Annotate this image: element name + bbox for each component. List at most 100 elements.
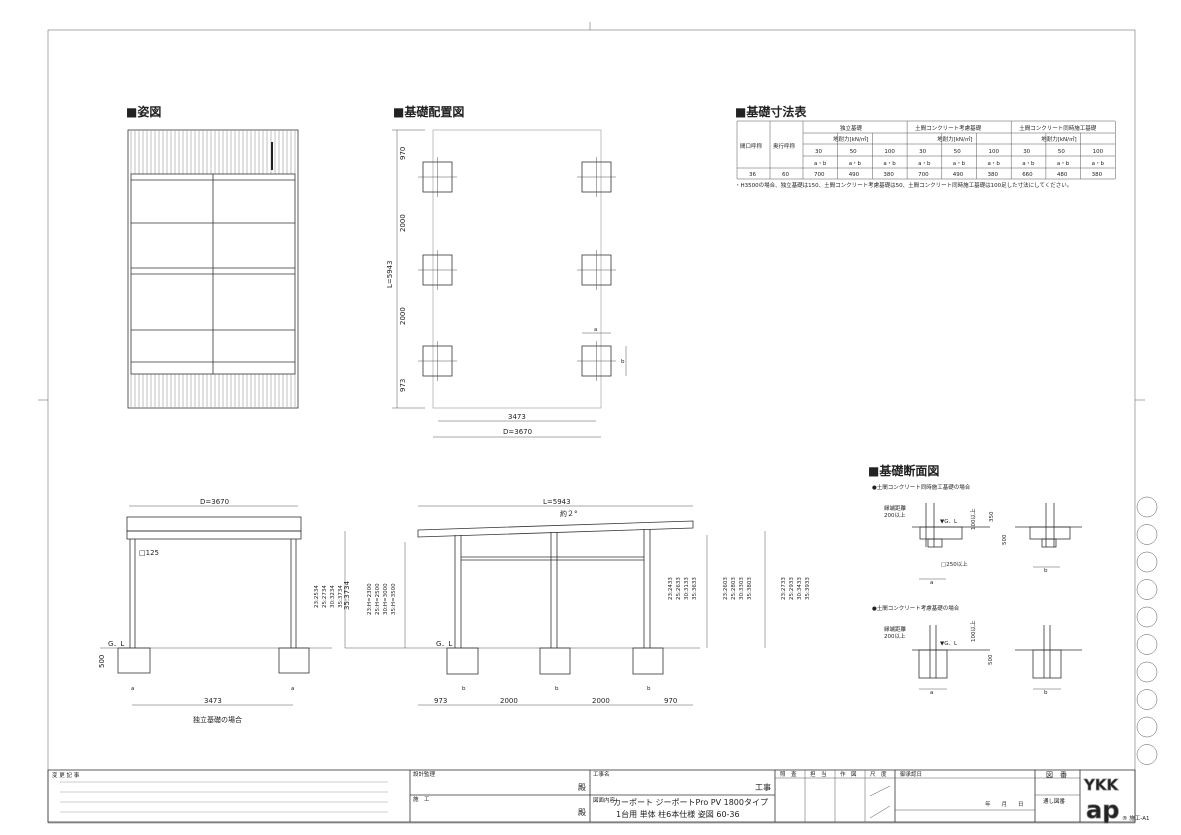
label-b: b xyxy=(647,686,651,692)
group-header: 土間コンクリート考慮基礎 xyxy=(915,124,982,132)
drawing-no-label: 図 番 xyxy=(1046,771,1067,779)
ykk-ap-logo: YKK ap xyxy=(1083,776,1120,825)
rear-height: 23:2603 xyxy=(723,577,729,600)
stamp-draw: 作 図 xyxy=(840,770,857,778)
ab-label: a・b xyxy=(1022,161,1035,167)
label-a: a xyxy=(930,580,933,586)
table-cell: 700 xyxy=(918,172,929,178)
span-970: 970 xyxy=(664,697,677,705)
sheet-number: ® 施工-A1 xyxy=(1122,814,1150,822)
side-section-view: L=5943 約２° G．L b b b 973 2000 2000 970 3… xyxy=(343,498,811,706)
design-label: 設計監理 xyxy=(413,770,436,778)
span-3473: 3473 xyxy=(204,697,222,705)
construction-label: 施 工 xyxy=(413,795,430,803)
ab-label: a・b xyxy=(1092,161,1105,167)
bearing-value: 50 xyxy=(850,149,857,155)
label-b: b xyxy=(462,686,466,692)
label-b: b xyxy=(1044,568,1048,574)
col-depth-header: 奥行呼称 xyxy=(773,142,796,150)
table-cell: 660 xyxy=(1022,172,1033,178)
table-cell: 490 xyxy=(849,172,860,178)
col-width-header: 間口呼称 xyxy=(740,142,763,150)
overall-height: 35:3734 xyxy=(343,580,351,610)
edge-value: 200以上 xyxy=(884,511,906,519)
height-value: 35:3734 xyxy=(338,585,344,608)
sheet-frame xyxy=(47,29,1136,824)
foundation-size-table: ・H3500の場合、独立基礎は150、土間コンクリート考慮基礎は50、土間コンク… xyxy=(735,120,1116,189)
dim-L: L=5943 xyxy=(543,498,571,506)
gl-label: ▼G．L xyxy=(940,641,958,647)
span-2000: 2000 xyxy=(592,697,610,705)
depth-350: 350 xyxy=(989,511,995,522)
content-line2: 1台用 単体 柱6本仕様 姿図 60-36 xyxy=(616,809,740,819)
gl-label: G．L xyxy=(436,640,452,648)
depth-500: 500 xyxy=(98,655,106,668)
clear-height: 23:H=2300 xyxy=(367,583,373,615)
depth-500: 500 xyxy=(988,654,994,665)
content-line1: カーポート ジーポートPro PV 1800タイプ xyxy=(613,798,768,807)
edge-label: 縁端距離 xyxy=(884,504,907,512)
stamp-charge: 担 当 xyxy=(810,770,827,778)
front-section-view: D=3670 □125 G．L 500 a a 3473 独立基礎の場合 23:… xyxy=(98,498,344,724)
bearing-value: 100 xyxy=(989,149,1000,155)
content-label: 図面内容 xyxy=(593,796,616,804)
stamp-scale: 尺 度 xyxy=(870,770,887,778)
gl-label: ▼G．L xyxy=(940,519,958,525)
label-b: b xyxy=(1044,690,1048,696)
table-cell: 380 xyxy=(883,172,894,178)
project-suffix: 工事 xyxy=(755,782,771,792)
min-100: 100以上 xyxy=(969,620,977,642)
table-note: ・H3500の場合、独立基礎は150、土間コンクリート考慮基礎は50、土間コンク… xyxy=(735,181,1072,189)
bearing-value: 50 xyxy=(954,149,961,155)
bearing-value: 100 xyxy=(1093,149,1104,155)
table-cell: 700 xyxy=(814,172,825,178)
dono: 殿 xyxy=(578,808,586,817)
clear-height: 25:H=2500 xyxy=(375,583,381,615)
label-a: a xyxy=(930,690,933,696)
label-a: a xyxy=(131,686,134,692)
group-header: 独立基礎 xyxy=(840,124,863,132)
dim-2000a: 2000 xyxy=(399,214,407,232)
table-cell: 480 xyxy=(1057,172,1068,178)
clear-height: 35:H=3500 xyxy=(391,583,397,615)
heading-table: ■基礎寸法表 xyxy=(735,104,807,119)
dim-L: L=5943 xyxy=(386,260,394,288)
bearing-value: 30 xyxy=(919,149,926,155)
edge-value: 200以上 xyxy=(884,632,906,640)
bearing-value: 30 xyxy=(815,149,822,155)
title-block: 変 更 記 事 設計監理 施 工 殿 殿 工事名 工事 図面内容 カーポート ジ… xyxy=(47,769,1150,825)
right-height: 25:2933 xyxy=(789,577,795,600)
right-height: 35:3933 xyxy=(805,577,811,600)
bearing-value: 50 xyxy=(1058,149,1065,155)
mid-height: 30:3133 xyxy=(684,577,690,600)
clear-height: 30:H=3000 xyxy=(383,583,389,615)
table-cell: 380 xyxy=(988,172,999,178)
min-100: 100以上 xyxy=(969,508,977,530)
caption: 独立基礎の場合 xyxy=(193,715,242,724)
dim-D: D=3670 xyxy=(503,428,532,436)
height-value: 23:2534 xyxy=(314,585,320,608)
table-cell: 36 xyxy=(749,172,756,178)
dim-970: 970 xyxy=(399,147,407,160)
label-a: a xyxy=(594,327,597,333)
revision-circles xyxy=(1136,496,1158,765)
heading-layout: ■基礎配置図 xyxy=(393,104,464,119)
label-b: b xyxy=(621,359,625,365)
span-973: 973 xyxy=(434,697,447,705)
label-b: b xyxy=(555,686,559,692)
rear-height: 25:2803 xyxy=(731,577,737,600)
mid-height: 25:2633 xyxy=(676,577,682,600)
table-cell: 490 xyxy=(953,172,964,178)
revision-label: 変 更 記 事 xyxy=(52,771,80,779)
svg-text:YKK: YKK xyxy=(1083,776,1119,794)
project-label: 工事名 xyxy=(593,770,610,778)
rear-height: 30:3303 xyxy=(739,577,745,600)
span-2000: 2000 xyxy=(500,697,518,705)
approval-date-label: 御承認日 xyxy=(900,770,922,778)
ab-label: a・b xyxy=(849,161,862,167)
post-size: □125 xyxy=(139,549,159,557)
slope: 約２° xyxy=(560,509,578,518)
case1-label: ●土間コンクリート同時施工基礎の場合 xyxy=(872,483,971,491)
bearing-value: 100 xyxy=(884,149,895,155)
